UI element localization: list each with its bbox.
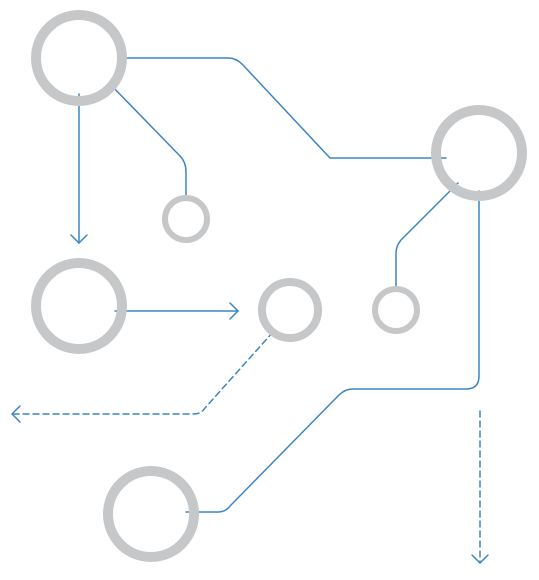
node-small-upper-middle xyxy=(162,195,210,243)
arrowhead-down-left xyxy=(70,234,88,244)
arrowhead-down-right-dashed xyxy=(471,554,489,564)
node-large-middle-left xyxy=(31,258,127,354)
node-small-right xyxy=(372,286,420,334)
arrowhead-left-dashed xyxy=(11,405,21,423)
node-large-bottom xyxy=(103,466,199,562)
connector-right-to-small-right-node xyxy=(395,182,459,289)
node-medium-center xyxy=(258,278,322,342)
node-large-top-left xyxy=(31,10,127,106)
connector-top-left-to-right xyxy=(117,57,447,159)
arrowhead-right-middle xyxy=(229,302,239,320)
connector-top-left-to-small-node xyxy=(108,82,187,198)
connector-center-dashed-left-arrow xyxy=(11,331,274,415)
node-large-right xyxy=(431,105,527,201)
connector-right-to-bottom-node xyxy=(185,190,480,513)
